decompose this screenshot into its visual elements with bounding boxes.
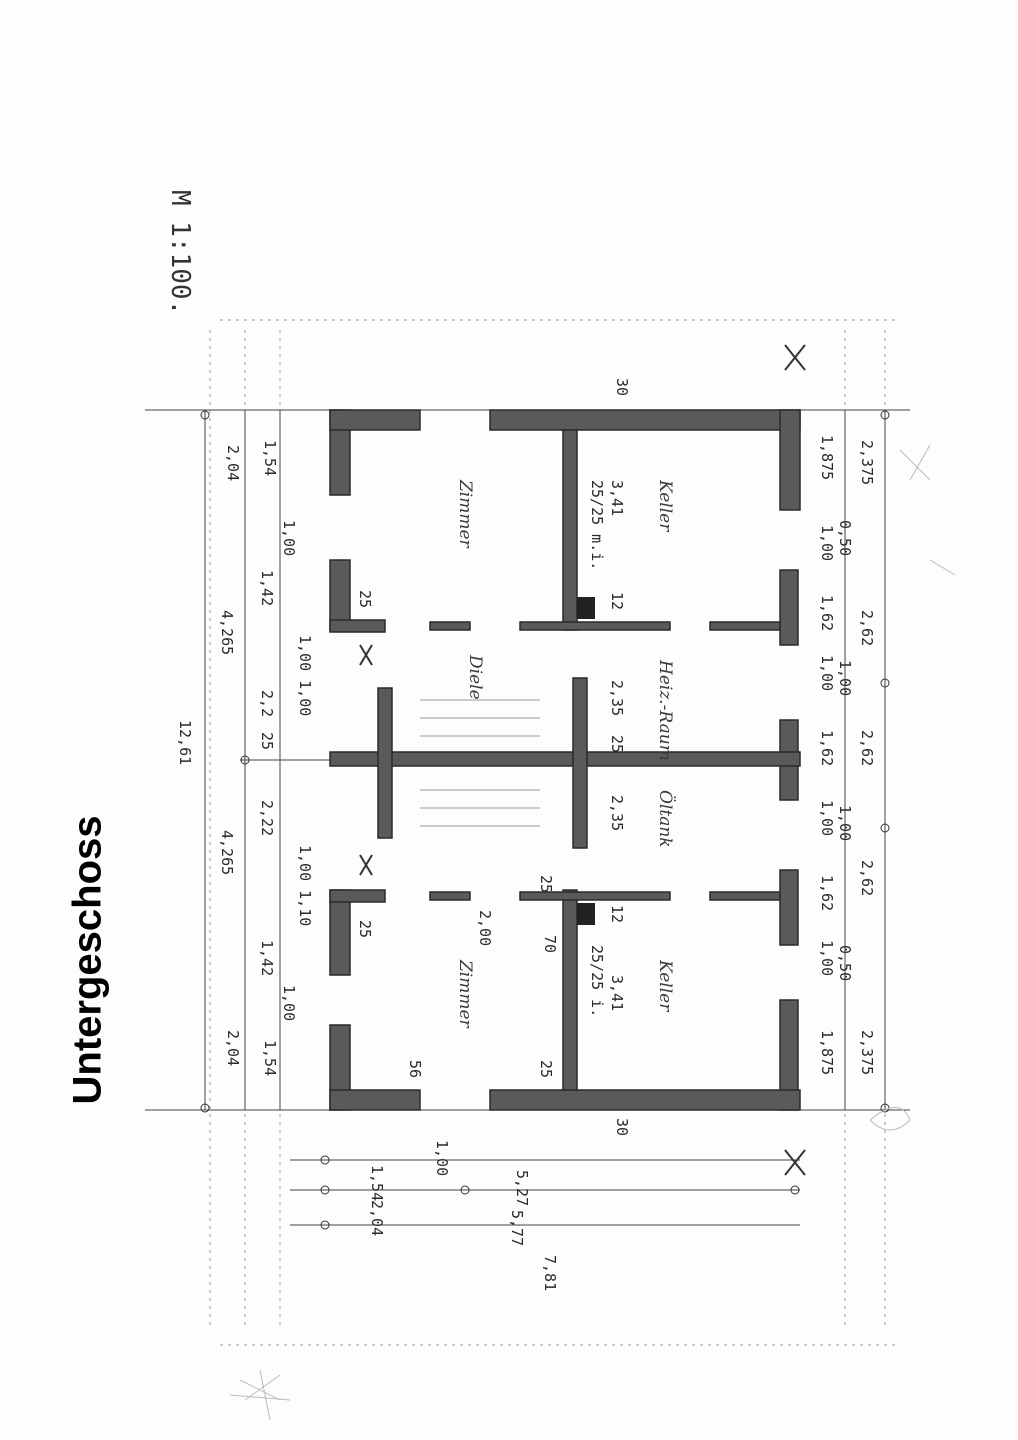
construction-lines (209, 319, 900, 1346)
room-label-hall: Diele (465, 654, 485, 700)
room-label-oiltank: Öltank (655, 790, 676, 848)
dim-depth-overall: 7,81 (541, 1255, 559, 1291)
svg-text:5,27: 5,27 (513, 1170, 531, 1206)
svg-text:25: 25 (608, 735, 626, 753)
svg-text:5,77: 5,77 (508, 1210, 526, 1246)
svg-text:1,62: 1,62 (818, 875, 836, 911)
svg-text:70: 70 (541, 935, 559, 953)
svg-text:1,42: 1,42 (258, 940, 276, 976)
svg-text:1,00 1,00: 1,00 1,00 (296, 635, 314, 716)
svg-text:0,50: 0,50 (836, 520, 854, 556)
svg-text:3,41: 3,41 (608, 480, 626, 516)
svg-text:2,62: 2,62 (858, 860, 876, 896)
room-label-bottom-left: Zimmer (455, 959, 475, 1029)
svg-text:1,00: 1,00 (818, 655, 836, 691)
svg-text:1,00: 1,00 (836, 805, 854, 841)
svg-text:4,265: 4,265 (218, 610, 236, 655)
room-labels: Zimmer Keller Zimmer Keller Diele Heiz.-… (455, 479, 676, 1029)
svg-text:1,875: 1,875 (818, 435, 836, 480)
svg-text:2,35: 2,35 (608, 680, 626, 716)
dimensions-inner: 30 30 3,41 3,41 2,35 2,35 25/25 m.i. 25/… (356, 378, 631, 1136)
scan-scribbles (229, 444, 956, 1421)
svg-text:30: 30 (613, 1118, 631, 1136)
outer-wall-bottom (329, 1089, 421, 1111)
svg-text:30: 30 (613, 378, 631, 396)
walls (329, 409, 801, 1111)
svg-text:2,62: 2,62 (858, 730, 876, 766)
room-label-top-left: Zimmer (455, 479, 475, 549)
svg-text:1,42: 1,42 (258, 570, 276, 606)
svg-text:1,00 1,10: 1,00 1,10 (296, 845, 314, 926)
svg-text:25/25 i.: 25/25 i. (588, 945, 606, 1017)
svg-text:1,00: 1,00 (280, 520, 298, 556)
outer-wall-right (779, 409, 801, 511)
svg-text:1,00: 1,00 (433, 1140, 451, 1176)
svg-text:25: 25 (356, 920, 374, 938)
svg-text:1,54: 1,54 (368, 1165, 386, 1201)
room-label-top-right: Keller (655, 479, 675, 532)
svg-text:2,375: 2,375 (858, 1030, 876, 1075)
svg-text:12: 12 (608, 592, 626, 610)
svg-text:1,00: 1,00 (280, 985, 298, 1021)
svg-text:25: 25 (537, 875, 555, 893)
stair-sketch (420, 699, 540, 827)
room-label-bottom-right: Keller (655, 959, 675, 1012)
scale-note: M 1:100. (165, 190, 195, 315)
svg-text:2,62: 2,62 (858, 610, 876, 646)
central-wall (329, 751, 801, 767)
svg-text:56: 56 (406, 1060, 424, 1078)
svg-text:12: 12 (608, 905, 626, 923)
dim-overall: 12,61 (176, 720, 194, 765)
svg-text:1,875: 1,875 (818, 1030, 836, 1075)
svg-text:1,62: 1,62 (818, 595, 836, 631)
svg-text:1,00: 1,00 (818, 940, 836, 976)
dimensions-left: 7,81 5,77 2,04 5,27 1,54 1,00 (368, 1140, 559, 1291)
svg-text:1,00: 1,00 (818, 800, 836, 836)
svg-text:1,54: 1,54 (261, 440, 279, 476)
svg-text:2,00: 2,00 (476, 910, 494, 946)
svg-text:2,35: 2,35 (608, 795, 626, 831)
svg-text:25/25 m.i.: 25/25 m.i. (588, 480, 606, 570)
dimensions-bottom: 1,875 1,00 1,62 1,00 1,62 1,00 1,62 1,00… (818, 435, 876, 1075)
svg-text:1,54: 1,54 (261, 1040, 279, 1076)
dimensions-top: 12,61 4,265 4,265 2,04 1,42 2,2 25 2,22 … (176, 440, 314, 1076)
svg-text:25: 25 (356, 590, 374, 608)
svg-text:2,04: 2,04 (224, 445, 242, 481)
svg-text:2,22: 2,22 (258, 800, 276, 836)
svg-text:3,41: 3,41 (608, 975, 626, 1011)
svg-text:2,375: 2,375 (858, 440, 876, 485)
svg-text:2,04: 2,04 (224, 1030, 242, 1066)
svg-text:1,00: 1,00 (818, 525, 836, 561)
svg-text:2,2: 2,2 (258, 690, 276, 717)
room-label-heating: Heiz.-Raum (655, 659, 675, 761)
svg-text:1,00: 1,00 (836, 660, 854, 696)
dimension-lines (145, 344, 910, 1230)
svg-text:4,265: 4,265 (218, 830, 236, 875)
svg-text:1,62: 1,62 (818, 730, 836, 766)
svg-text:2,04: 2,04 (368, 1200, 386, 1236)
svg-text:25: 25 (258, 732, 276, 750)
svg-text:25: 25 (537, 1060, 555, 1078)
svg-text:0,50: 0,50 (836, 945, 854, 981)
